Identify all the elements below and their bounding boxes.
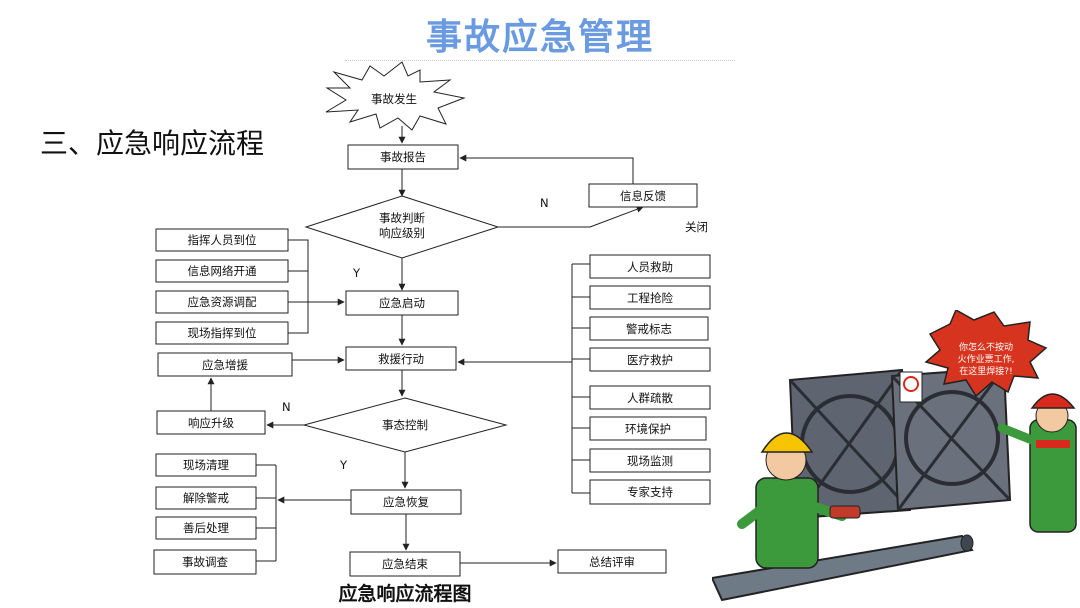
svg-text:环境保护: 环境保护 (625, 422, 671, 436)
action-item: 工程抢险 (589, 285, 711, 310)
node-rescue-action-label: 救援行动 (378, 352, 424, 366)
slide-title: 事故应急管理 (425, 17, 654, 58)
node-reinforce: 应急增援 (157, 352, 293, 377)
svg-text:人员救助: 人员救助 (627, 260, 673, 274)
svg-text:现场监测: 现场监测 (627, 454, 673, 468)
svg-text:信息网络开通: 信息网络开通 (188, 264, 257, 278)
label-n-top: N (540, 196, 549, 210)
recovery-item: 现场清理 (155, 453, 257, 477)
node-start-response: 应急启动 (345, 290, 459, 316)
action-item: 现场监测 (589, 448, 711, 473)
welding-torch-icon (829, 505, 861, 519)
prep-item: 应急资源调配 (155, 290, 289, 314)
node-judge-label-1: 事故判断 (379, 211, 425, 225)
node-reinforce-label: 应急增援 (202, 358, 248, 372)
svg-text:指挥人员到位: 指挥人员到位 (188, 233, 257, 247)
action-item: 医疗救护 (589, 347, 711, 372)
node-review: 总结评审 (557, 549, 667, 574)
supervisor-figure (997, 393, 1077, 533)
node-feedback: 信息反馈 (588, 183, 698, 208)
recovery-item: 解除警戒 (155, 486, 257, 510)
pipe (712, 534, 974, 602)
node-review-label: 总结评审 (589, 555, 635, 569)
flowchart-caption: 应急响应流程图 (338, 582, 471, 605)
svg-text:应急资源调配: 应急资源调配 (188, 295, 257, 309)
section-heading: 三、应急响应流程 (40, 127, 265, 160)
label-y-top: Y (352, 266, 361, 280)
action-item: 警戒标志 (589, 316, 709, 341)
prep-item: 指挥人员到位 (155, 228, 289, 252)
node-judge-label-2: 响应级别 (379, 226, 425, 240)
svg-text:人群疏散: 人群疏散 (627, 391, 673, 405)
svg-text:现场清理: 现场清理 (183, 458, 229, 472)
action-item: 专家支持 (589, 479, 711, 505)
node-judge: 事故判断 响应级别 (304, 195, 500, 259)
node-recovery-label: 应急恢复 (383, 495, 429, 509)
svg-text:警戒标志: 警戒标志 (626, 322, 672, 336)
node-end: 应急结束 (349, 551, 461, 577)
speech-line-3: 在这里焊接?! (959, 365, 1012, 377)
node-upgrade: 响应升级 (156, 410, 266, 435)
recovery-item: 善后处理 (155, 516, 257, 540)
node-rescue-action: 救援行动 (345, 346, 457, 371)
label-y-mid: Y (339, 458, 348, 472)
connector (589, 205, 644, 228)
title-divider (345, 60, 735, 61)
connector (288, 239, 309, 334)
speech-burst: 你怎么不按动 火作业票工作, 在这里焊接?! (924, 310, 1048, 398)
welder-figure (737, 432, 861, 569)
action-item: 环境保护 (589, 416, 707, 441)
node-control: 事态控制 (302, 397, 508, 453)
node-start-label: 事故发生 (371, 92, 417, 106)
node-upgrade-label: 响应升级 (188, 416, 234, 430)
red-helmet-icon (1030, 393, 1076, 409)
yellow-helmet-icon (760, 432, 814, 453)
equipment-reels (788, 366, 1012, 520)
node-recovery: 应急恢复 (350, 489, 462, 515)
label-n-mid: N (282, 400, 291, 414)
speech-line-2: 火作业票工作, (958, 353, 1015, 365)
connector (459, 154, 634, 184)
prep-item: 信息网络开通 (155, 259, 289, 283)
action-item: 人员救助 (589, 254, 711, 279)
prep-item: 现场指挥到位 (155, 321, 289, 345)
node-start: 事故发生 (325, 61, 466, 131)
node-start-response-label: 应急启动 (379, 296, 425, 310)
svg-text:善后处理: 善后处理 (183, 521, 229, 535)
recovery-item: 事故调查 (153, 549, 257, 575)
svg-text:解除警戒: 解除警戒 (183, 491, 229, 505)
safety-cartoon-illustration: 你怎么不按动 火作业票工作, 在这里焊接?! (712, 310, 1077, 602)
svg-text:现场指挥到位: 现场指挥到位 (188, 326, 257, 340)
node-report: 事故报告 (347, 144, 459, 170)
label-close: 关闭 (685, 220, 708, 234)
node-feedback-label: 信息反馈 (620, 189, 666, 203)
svg-text:事故调查: 事故调查 (182, 555, 228, 569)
action-item: 人群疏散 (589, 385, 711, 410)
speech-line-1: 你怎么不按动 (959, 341, 1013, 353)
svg-text:医疗救护: 医疗救护 (627, 353, 673, 367)
node-report-label: 事故报告 (380, 150, 426, 164)
svg-text:专家支持: 专家支持 (627, 485, 673, 499)
svg-text:工程抢险: 工程抢险 (627, 291, 673, 305)
node-end-label: 应急结束 (382, 557, 428, 571)
node-control-label: 事态控制 (382, 418, 428, 432)
